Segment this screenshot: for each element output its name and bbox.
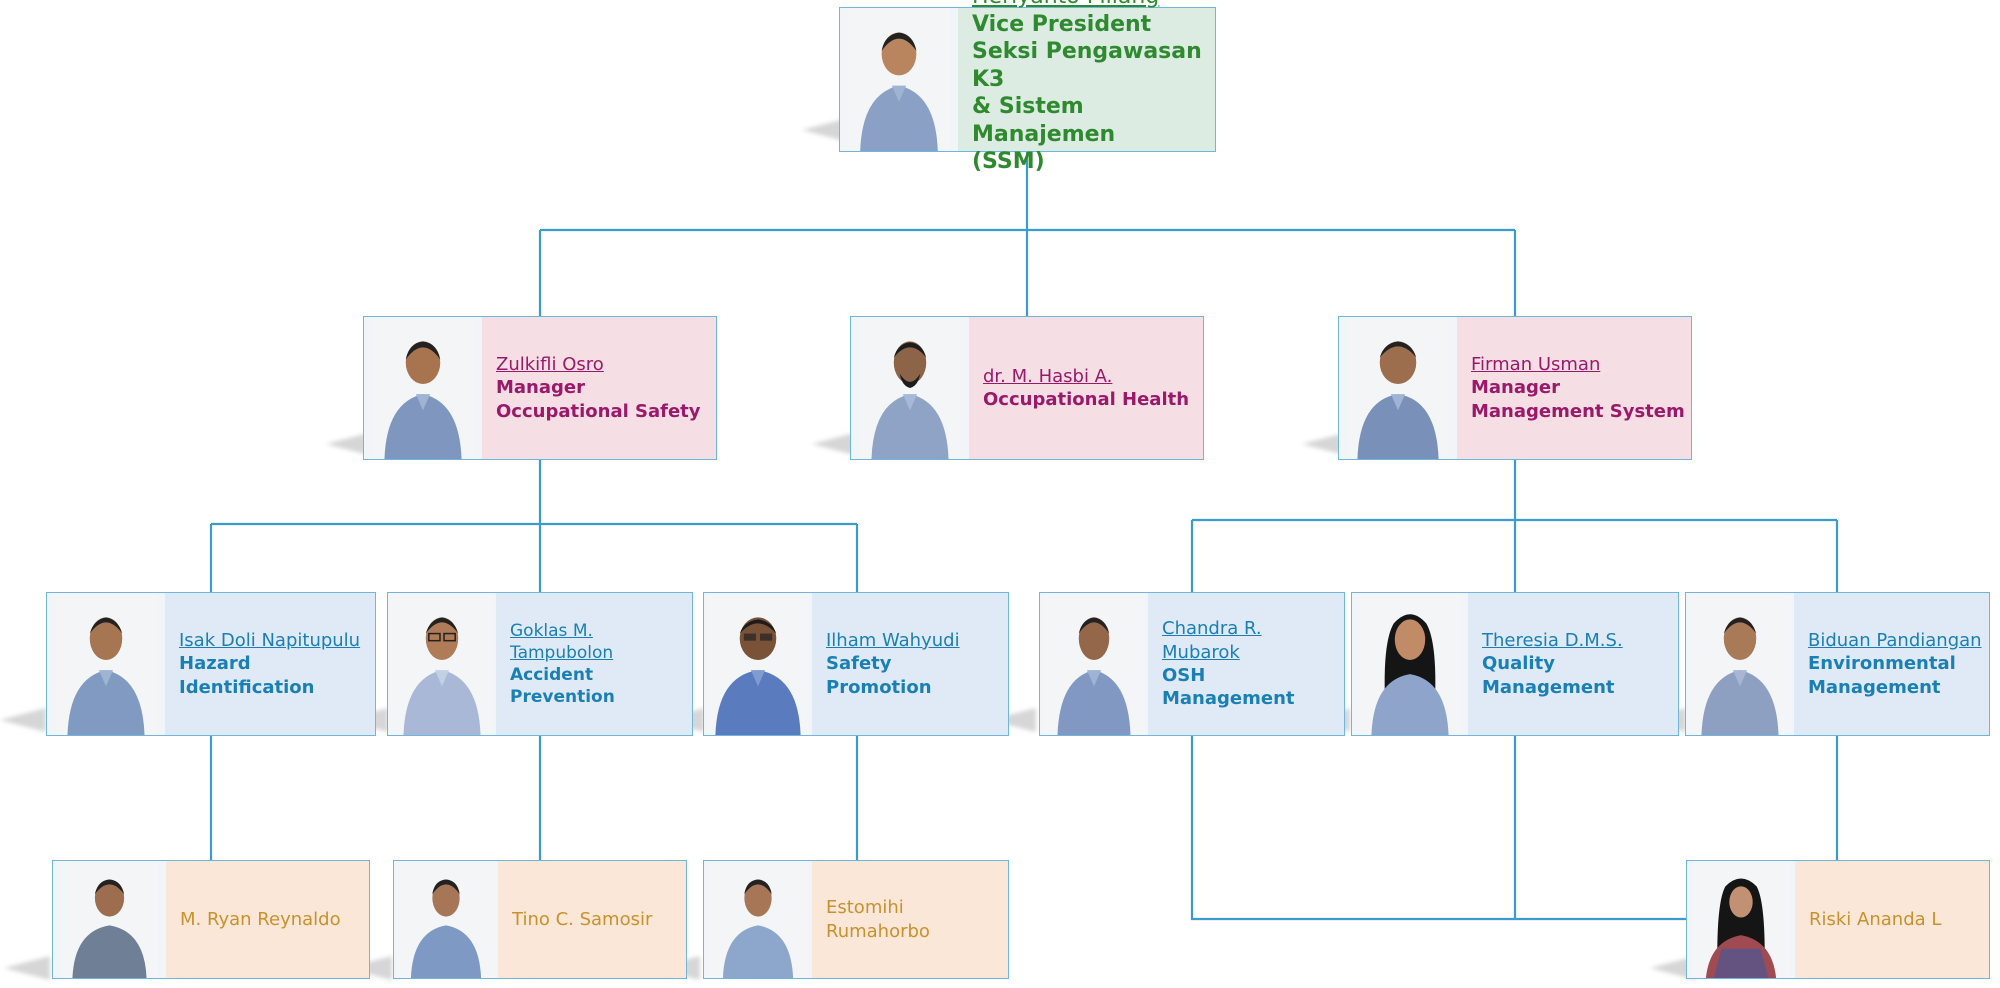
vp-title-line: Vice President bbox=[972, 11, 1152, 37]
manager-title-line: Occupational Health bbox=[983, 389, 1190, 410]
person-photo-icon bbox=[1352, 593, 1468, 735]
person-photo-icon bbox=[840, 8, 958, 151]
connector-safety-specialists bbox=[209, 460, 859, 592]
specialist-name[interactable]: Chandra R. Mubarok bbox=[1162, 618, 1262, 663]
manager-title-line: Occupational Safety bbox=[496, 400, 701, 422]
specialist-title-line: Environmental bbox=[1808, 653, 1956, 675]
person-photo-icon bbox=[364, 317, 482, 459]
specialist-name[interactable]: Biduan Pandiangan bbox=[1808, 629, 1982, 651]
person-photo-icon bbox=[1687, 861, 1795, 978]
specialist-card[interactable]: Chandra R. Mubarok OSH Management bbox=[1039, 592, 1345, 736]
staff-card[interactable]: Estomihi Rumahorbo bbox=[703, 860, 1009, 979]
specialist-info: Ilham Wahyudi Safety Promotion bbox=[812, 593, 1008, 735]
specialist-info: Theresia D.M.S. Quality Management bbox=[1468, 593, 1678, 735]
specialist-info: Chandra R. Mubarok OSH Management bbox=[1148, 593, 1344, 735]
staff-info: M. Ryan Reynaldo bbox=[166, 861, 369, 978]
manager-info: dr. M. Hasbi A. Occupational Health bbox=[969, 317, 1203, 459]
staff-name[interactable]: M. Ryan Reynaldo bbox=[180, 908, 341, 930]
specialist-title-line: Accident Prevention bbox=[510, 665, 615, 708]
staff-card[interactable]: Riski Ananda L bbox=[1686, 860, 1990, 979]
staff-info: Riski Ananda L bbox=[1795, 861, 1989, 978]
person-photo-icon bbox=[1686, 593, 1794, 735]
manager-info: Firman Usman Manager Management System bbox=[1457, 317, 1691, 459]
staff-name[interactable]: Tino C. Samosir bbox=[512, 908, 653, 930]
manager-name[interactable]: Zulkifli Osro bbox=[496, 353, 604, 375]
vp-title-line: & Sistem Manajemen bbox=[972, 94, 1116, 147]
manager-card[interactable]: Zulkifli Osro Manager Occupational Safet… bbox=[363, 316, 717, 460]
person-photo-icon bbox=[1339, 317, 1457, 459]
specialist-title-line: Quality Management bbox=[1482, 653, 1615, 698]
manager-title-line: Manager bbox=[496, 377, 585, 399]
person-photo-icon bbox=[394, 861, 498, 978]
specialist-card[interactable]: Biduan Pandiangan Environmental Manageme… bbox=[1685, 592, 1990, 736]
specialist-info: Biduan Pandiangan Environmental Manageme… bbox=[1794, 593, 1989, 735]
manager-info: Zulkifli Osro Manager Occupational Safet… bbox=[482, 317, 716, 459]
specialist-title-line: Safety Promotion bbox=[826, 653, 932, 698]
vp-title-line: (SSM) bbox=[972, 149, 1045, 175]
specialist-info: Isak Doli Napitupulu Hazard Identificati… bbox=[165, 593, 375, 735]
manager-card[interactable]: dr. M. Hasbi A. Occupational Health bbox=[850, 316, 1204, 460]
specialist-title-line: Management bbox=[1808, 676, 1941, 698]
specialist-name[interactable]: Ilham Wahyudi bbox=[826, 629, 960, 651]
specialist-card[interactable]: Ilham Wahyudi Safety Promotion bbox=[703, 592, 1009, 736]
specialist-card[interactable]: Goklas M. Tampubolon Accident Prevention bbox=[387, 592, 693, 736]
vp-info: Heriyanto Piliang Vice President Seksi P… bbox=[958, 0, 1215, 174]
specialist-name[interactable]: Isak Doli Napitupulu bbox=[179, 629, 361, 651]
manager-name[interactable]: dr. M. Hasbi A. bbox=[983, 365, 1113, 387]
specialist-title-line: Hazard Identification bbox=[179, 653, 315, 698]
connector-vp-managers bbox=[538, 152, 1517, 316]
vp-title-line: Seksi Pengawasan K3 bbox=[972, 39, 1202, 92]
manager-title-line: Manager bbox=[1471, 377, 1560, 399]
manager-card[interactable]: Firman Usman Manager Management System bbox=[1338, 316, 1692, 460]
specialist-title-line: OSH Management bbox=[1162, 665, 1295, 710]
specialist-name[interactable]: Theresia D.M.S. bbox=[1482, 629, 1623, 651]
person-photo-icon bbox=[53, 861, 166, 978]
staff-info: Tino C. Samosir bbox=[498, 861, 686, 978]
specialist-card[interactable]: Theresia D.M.S. Quality Management bbox=[1351, 592, 1679, 736]
staff-info: Estomihi Rumahorbo bbox=[812, 861, 1008, 978]
person-photo-icon bbox=[47, 593, 165, 735]
person-photo-icon bbox=[1040, 593, 1148, 735]
person-photo-icon bbox=[704, 861, 812, 978]
specialist-info: Goklas M. Tampubolon Accident Prevention bbox=[496, 593, 692, 735]
person-photo-icon bbox=[704, 593, 812, 735]
vp-name[interactable]: Heriyanto Piliang bbox=[972, 0, 1209, 11]
staff-name[interactable]: Riski Ananda L bbox=[1809, 908, 1942, 930]
connector-management-specialists bbox=[1190, 460, 1839, 592]
connector-staff-right bbox=[1190, 736, 1839, 921]
manager-title-line: Management System bbox=[1471, 400, 1685, 422]
person-photo-icon bbox=[388, 593, 496, 735]
connector-staff-left bbox=[209, 736, 859, 860]
person-photo-icon bbox=[851, 317, 969, 459]
specialist-name[interactable]: Goklas M. Tampubolon bbox=[510, 620, 614, 663]
staff-card[interactable]: Tino C. Samosir bbox=[393, 860, 687, 979]
staff-name[interactable]: Estomihi Rumahorbo bbox=[826, 897, 930, 942]
specialist-card[interactable]: Isak Doli Napitupulu Hazard Identificati… bbox=[46, 592, 376, 736]
vp-card[interactable]: Heriyanto Piliang Vice President Seksi P… bbox=[839, 0, 1216, 174]
staff-card[interactable]: M. Ryan Reynaldo bbox=[52, 860, 370, 979]
manager-name[interactable]: Firman Usman bbox=[1471, 353, 1601, 375]
